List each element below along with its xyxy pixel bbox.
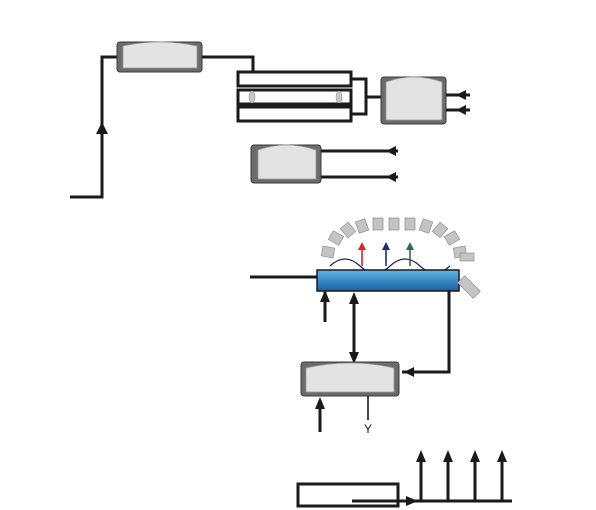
evaporation-ring [320,217,475,283]
evaporation-pan [316,269,460,292]
right-vessel [380,76,447,125]
middle-vessel [250,144,322,184]
upper-vessel [116,41,203,73]
drain-fitting [457,275,481,299]
left-arrow-inlet-2 [456,105,466,115]
up-arrow-link [349,292,359,304]
up-arrow-riser-4 [497,450,507,462]
heater-tubes [236,70,353,123]
right-arrow-manifold [406,496,418,506]
feed-line-upper [70,55,120,199]
lower-vessel [300,361,400,397]
up-arrow-feed [96,122,108,134]
up-arrow-riser-2 [443,450,453,462]
line-to-tubes [202,55,255,72]
left-arrow-mid-1 [386,146,396,156]
y-marker: Y [364,422,372,436]
up-arrow-riser-1 [416,450,426,462]
bottom-tank [296,482,400,508]
left-arrow-inlet-1 [456,90,466,100]
left-arrow-mid-2 [386,172,396,182]
up-arrow-riser-3 [470,450,480,462]
pan-return-line [402,291,451,374]
up-arrow-lower [315,397,325,409]
line-tubes-to-vessel [351,77,381,116]
down-arrow-link [349,352,359,364]
up-arrow-pan [320,290,330,302]
left-arrow-return [404,367,414,377]
